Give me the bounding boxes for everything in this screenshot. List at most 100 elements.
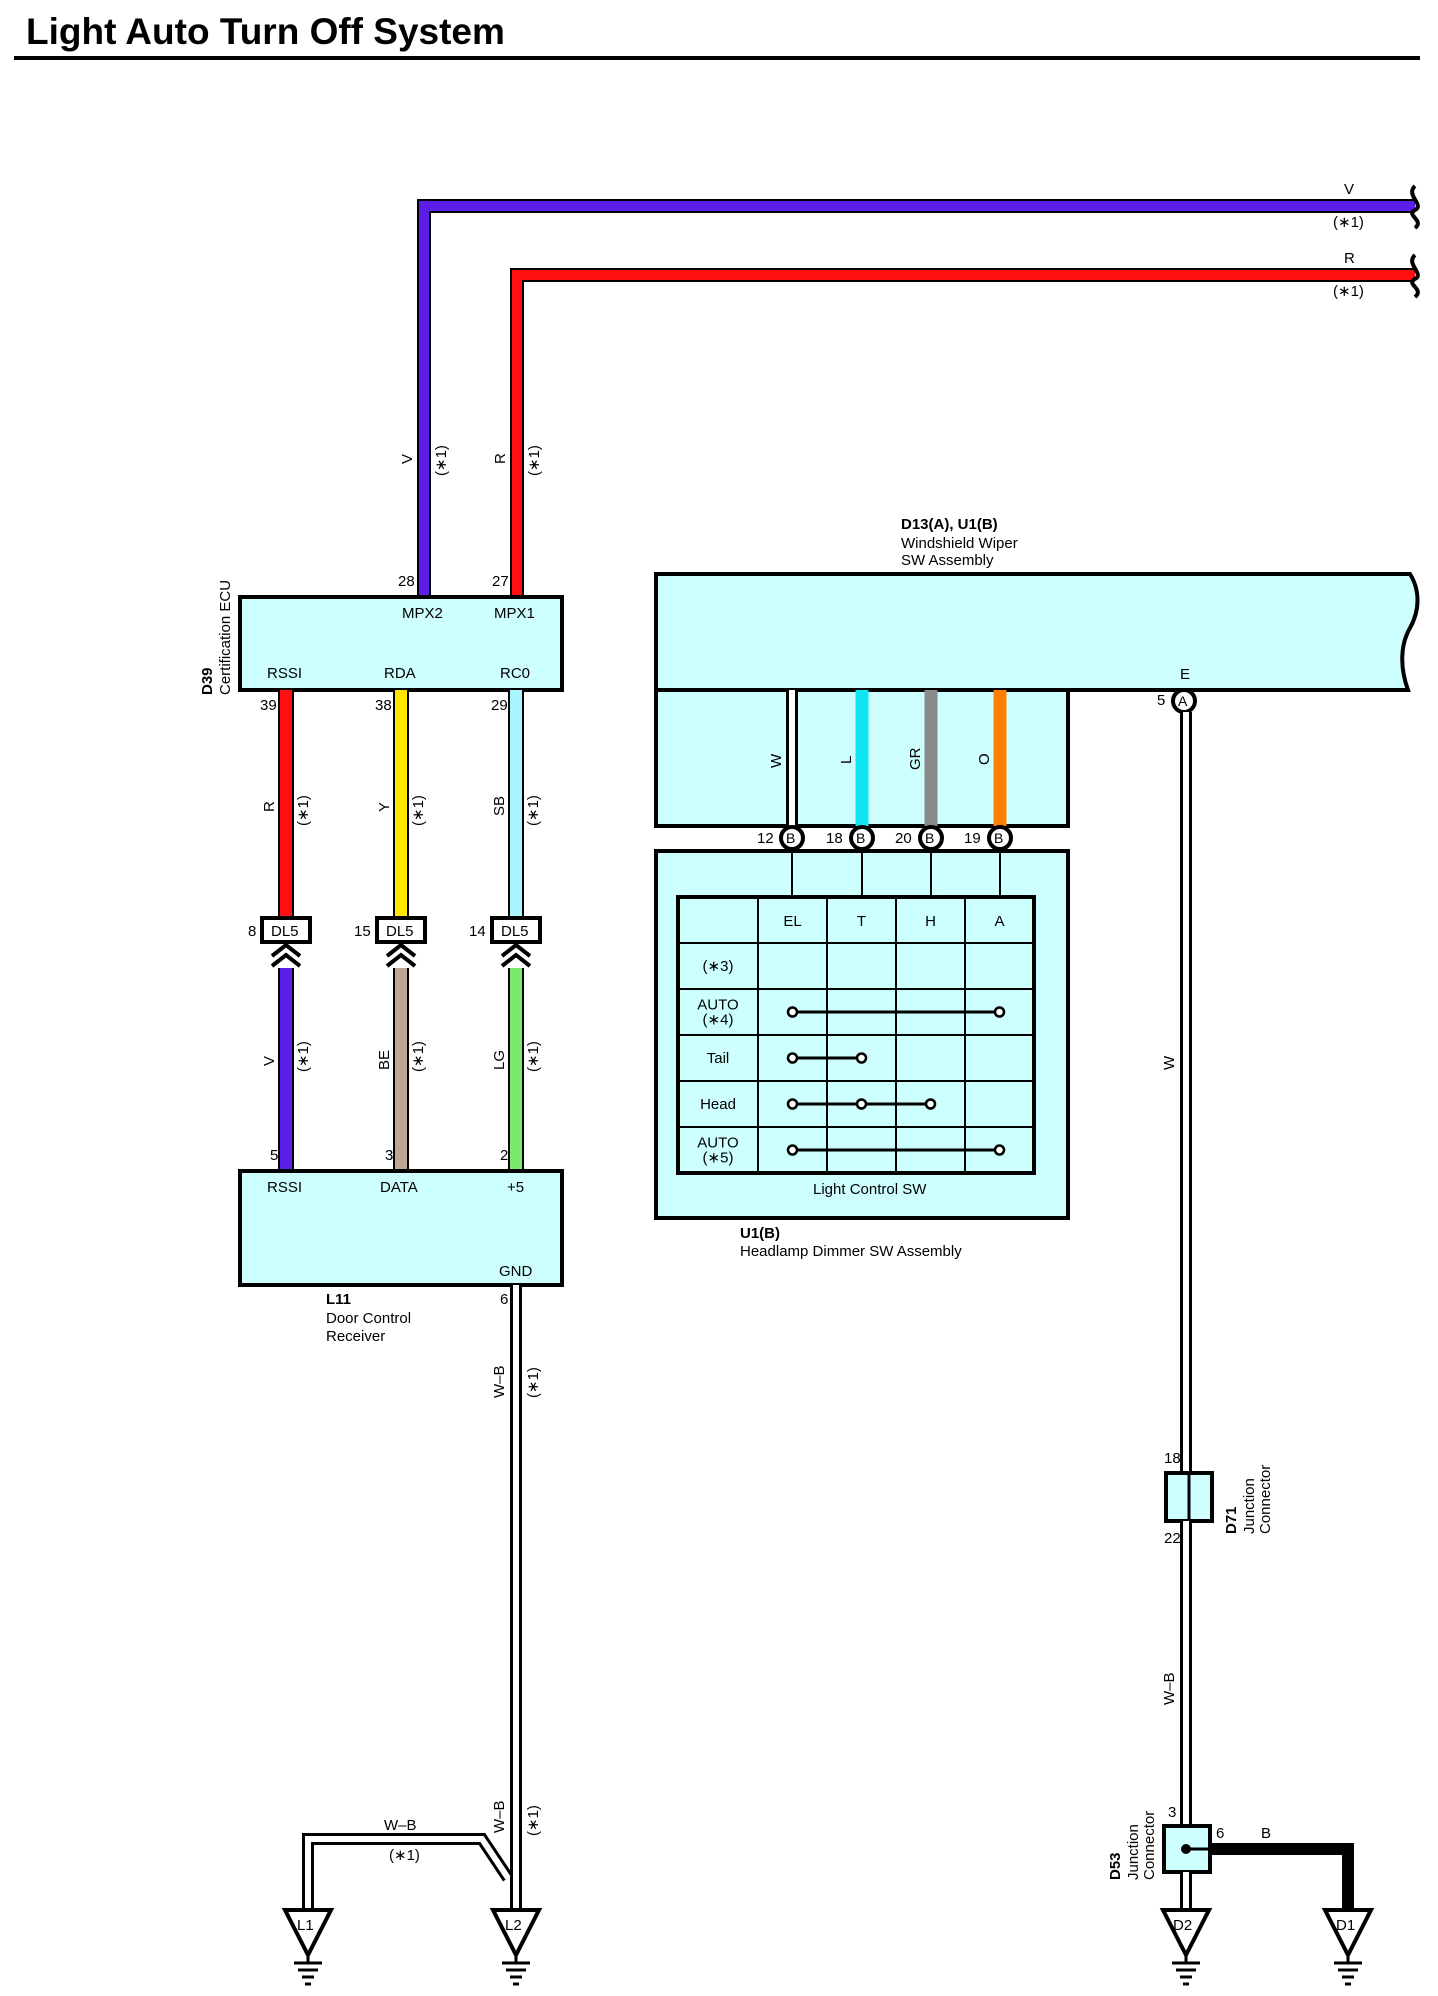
switch-table-header-h: H — [925, 913, 936, 930]
switch-table-caption: Light Control SW — [813, 1181, 927, 1198]
wire-v-top — [419, 201, 1415, 597]
wire-note-v-top: (∗1) — [1333, 214, 1364, 231]
ground-label-l1: L1 — [297, 1917, 314, 1934]
switch-table-header-a: A — [994, 913, 1004, 930]
ground-l1: L1 — [281, 1908, 335, 1986]
ground-label-d2: D2 — [1173, 1917, 1192, 1934]
d39-pin-rc0: RC0 — [500, 665, 530, 682]
dimmer-pin-18: 18 B — [826, 825, 875, 851]
l11-pin-gnd: GND — [499, 1263, 533, 1280]
wire-wb-l1-branch — [302, 1833, 513, 1910]
wire-label-wb-right: W–B — [1161, 1672, 1178, 1705]
svg-text:B: B — [856, 830, 865, 846]
switch-table-header-el: EL — [783, 913, 801, 930]
page-title: Light Auto Turn Off System — [26, 11, 505, 52]
dimmer-pin-12: 12 B — [757, 825, 805, 851]
switch-continuity-dot — [993, 1144, 1006, 1156]
switch-table-header-t: T — [857, 913, 866, 930]
d39-pin-27: 27 — [492, 573, 509, 590]
inner-wire-label-o: O — [976, 753, 993, 765]
d53-name-line1: Junction — [1125, 1824, 1142, 1880]
wire-break-r — [1410, 253, 1420, 299]
wiper-pin-e: E — [1180, 666, 1190, 683]
inner-wire-label-l: L — [838, 756, 855, 764]
svg-text:19: 19 — [964, 830, 981, 847]
wire-label-mpx1: R — [492, 453, 509, 464]
d53-pin-3: 3 — [1168, 1804, 1176, 1821]
dl5-label-3: DL5 — [501, 923, 529, 940]
l11-pin-5: 5 — [270, 1147, 278, 1164]
switch-table-row-label: AUTO — [697, 997, 738, 1014]
wiper-pin-e-num: 5 — [1157, 692, 1165, 709]
svg-text:20: 20 — [895, 830, 912, 847]
dl5-connector-2: DL5 15 — [354, 916, 427, 968]
switch-table-row-label: (∗3) — [703, 958, 734, 975]
wiper-pin-e-conn: A — [1178, 693, 1188, 709]
wire-mpx1-r — [510, 268, 1415, 597]
d39-pin-38: 38 — [375, 697, 392, 714]
d53-pin-6: 6 — [1216, 1825, 1224, 1842]
l11-pin-3: 3 — [385, 1147, 393, 1164]
wire-wb-branch-inner — [305, 1836, 511, 1910]
u1-name: Headlamp Dimmer SW Assembly — [740, 1243, 962, 1260]
switch-continuity-dot — [993, 1006, 1006, 1018]
wire-note-wb-branch: (∗1) — [389, 1847, 420, 1864]
switch-table-row-label: (∗5) — [703, 1150, 734, 1167]
d39-pin-29: 29 — [491, 697, 508, 714]
ground-l2: L2 — [489, 1908, 543, 1986]
d71-name-line2: Connector — [1257, 1465, 1274, 1534]
dl5-connector-3: DL5 14 — [469, 916, 542, 968]
wire-note-sb-rc0: (∗1) — [525, 795, 542, 826]
dl5-label-1: DL5 — [271, 923, 299, 940]
d39-pin-mpx2: MPX2 — [402, 605, 443, 622]
l11-code: L11 — [326, 1291, 351, 1308]
wire-note-wb-gnd: (∗1) — [525, 1367, 542, 1398]
svg-text:B: B — [994, 830, 1003, 846]
d71-pin-22: 22 — [1164, 1530, 1181, 1547]
wire-note-r-top: (∗1) — [1333, 283, 1364, 300]
wire-note-y-rda: (∗1) — [410, 795, 427, 826]
wire-label-r-rssi: R — [261, 801, 278, 812]
d71-code: D71 — [1223, 1506, 1240, 1534]
wire-label-r-top: R — [1344, 250, 1355, 267]
d39-pin-rssi: RSSI — [267, 665, 302, 682]
u1-code: U1(B) — [740, 1225, 780, 1242]
wire-label-y-rda: Y — [376, 802, 393, 812]
switch-table-row-label: Head — [700, 1096, 736, 1113]
wire-note-mpx1: (∗1) — [526, 445, 543, 476]
wiper-code: D13(A), U1(B) — [901, 516, 998, 533]
l11-pin-2: 2 — [500, 1147, 508, 1164]
d53-name-line2: Connector — [1141, 1811, 1158, 1880]
inner-wire-label-gr: GR — [907, 747, 924, 770]
switch-continuity-dot — [924, 1098, 937, 1110]
wiper-name-line1: Windshield Wiper — [901, 535, 1018, 552]
wire-label-lg-plus5: LG — [491, 1050, 508, 1070]
l11-pin-6: 6 — [500, 1291, 508, 1308]
switch-continuity-dot — [786, 1144, 799, 1156]
switch-table-row-label: Tail — [707, 1050, 730, 1067]
wire-label-b: B — [1261, 1825, 1271, 1842]
wire-note-mpx2: (∗1) — [433, 445, 450, 476]
switch-continuity-dot — [855, 1098, 868, 1110]
svg-text:12: 12 — [757, 830, 774, 847]
switch-continuity-dot — [786, 1006, 799, 1018]
ground-label-d1: D1 — [1336, 1917, 1355, 1934]
svg-text:18: 18 — [826, 830, 843, 847]
l11-name-line1: Door Control — [326, 1310, 411, 1327]
switch-continuity-dot — [786, 1098, 799, 1110]
d39-code: D39 — [199, 667, 216, 695]
dl5-pin-14: 14 — [469, 923, 486, 940]
d39-pin-28: 28 — [398, 573, 415, 590]
l11-pin-plus5: +5 — [507, 1179, 524, 1196]
wire-label-v-top: V — [1344, 181, 1354, 198]
dimmer-pin-19: 19 B — [964, 825, 1013, 851]
wiper-sw-assembly-box — [654, 572, 1420, 692]
d39-name: Certification ECU — [217, 580, 234, 695]
wire-note-r-rssi: (∗1) — [295, 795, 312, 826]
dl5-pin-15: 15 — [354, 923, 371, 940]
d71-name-line1: Junction — [1241, 1478, 1258, 1534]
ground-label-l2: L2 — [505, 1917, 522, 1934]
l11-name-line2: Receiver — [326, 1328, 385, 1345]
l11-pin-rssi: RSSI — [267, 1179, 302, 1196]
svg-text:B: B — [786, 830, 795, 846]
